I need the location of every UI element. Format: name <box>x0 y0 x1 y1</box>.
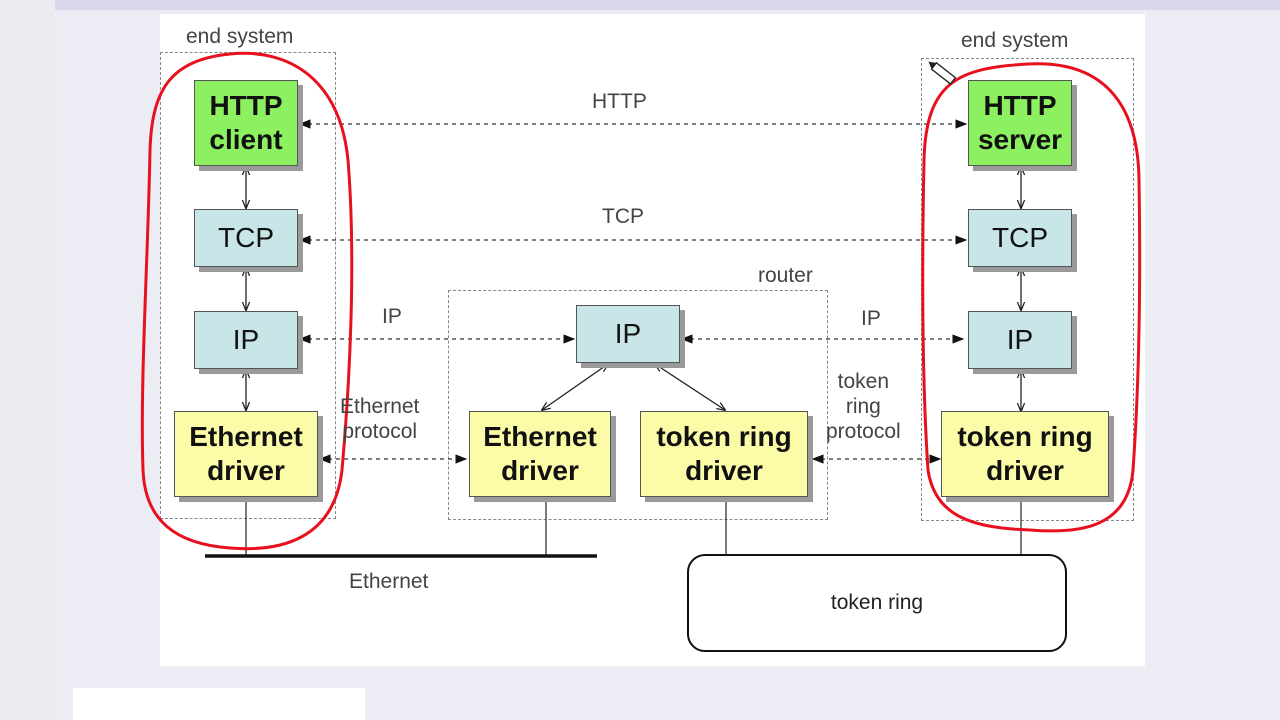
http-server-box: HTTP server <box>968 80 1072 166</box>
ethernet-bus-label: Ethernet <box>349 570 429 593</box>
bottom-panel <box>73 688 365 720</box>
ip-box-left: IP <box>194 311 298 369</box>
tcp-box-right: TCP <box>968 209 1072 267</box>
ip-protocol-label-right: IP <box>861 307 881 330</box>
end-system-right-label: end system <box>961 29 1069 52</box>
http-client-box: HTTP client <box>194 80 298 166</box>
tcp-box-left: TCP <box>194 209 298 267</box>
token-ring-driver-box-router: token ring driver <box>640 411 808 497</box>
end-system-left-label: end system <box>186 25 294 48</box>
tcp-protocol-label: TCP <box>602 205 644 228</box>
ip-box-router: IP <box>576 305 680 363</box>
top-strip <box>55 0 1280 10</box>
ethernet-driver-box-router: Ethernet driver <box>469 411 611 497</box>
token-ring-protocol-label: token ring protocol <box>826 370 901 444</box>
router-label: router <box>758 264 813 287</box>
ethernet-protocol-label: Ethernet protocol <box>340 395 420 444</box>
ethernet-driver-box-left: Ethernet driver <box>174 411 318 497</box>
ip-protocol-label-left: IP <box>382 305 402 328</box>
http-protocol-label: HTTP <box>592 90 647 113</box>
router-frame <box>448 290 828 520</box>
ip-box-right: IP <box>968 311 1072 369</box>
pencil-icon <box>928 61 957 85</box>
token-ring-driver-box-right: token ring driver <box>941 411 1109 497</box>
token-ring-network: token ring <box>687 554 1067 652</box>
